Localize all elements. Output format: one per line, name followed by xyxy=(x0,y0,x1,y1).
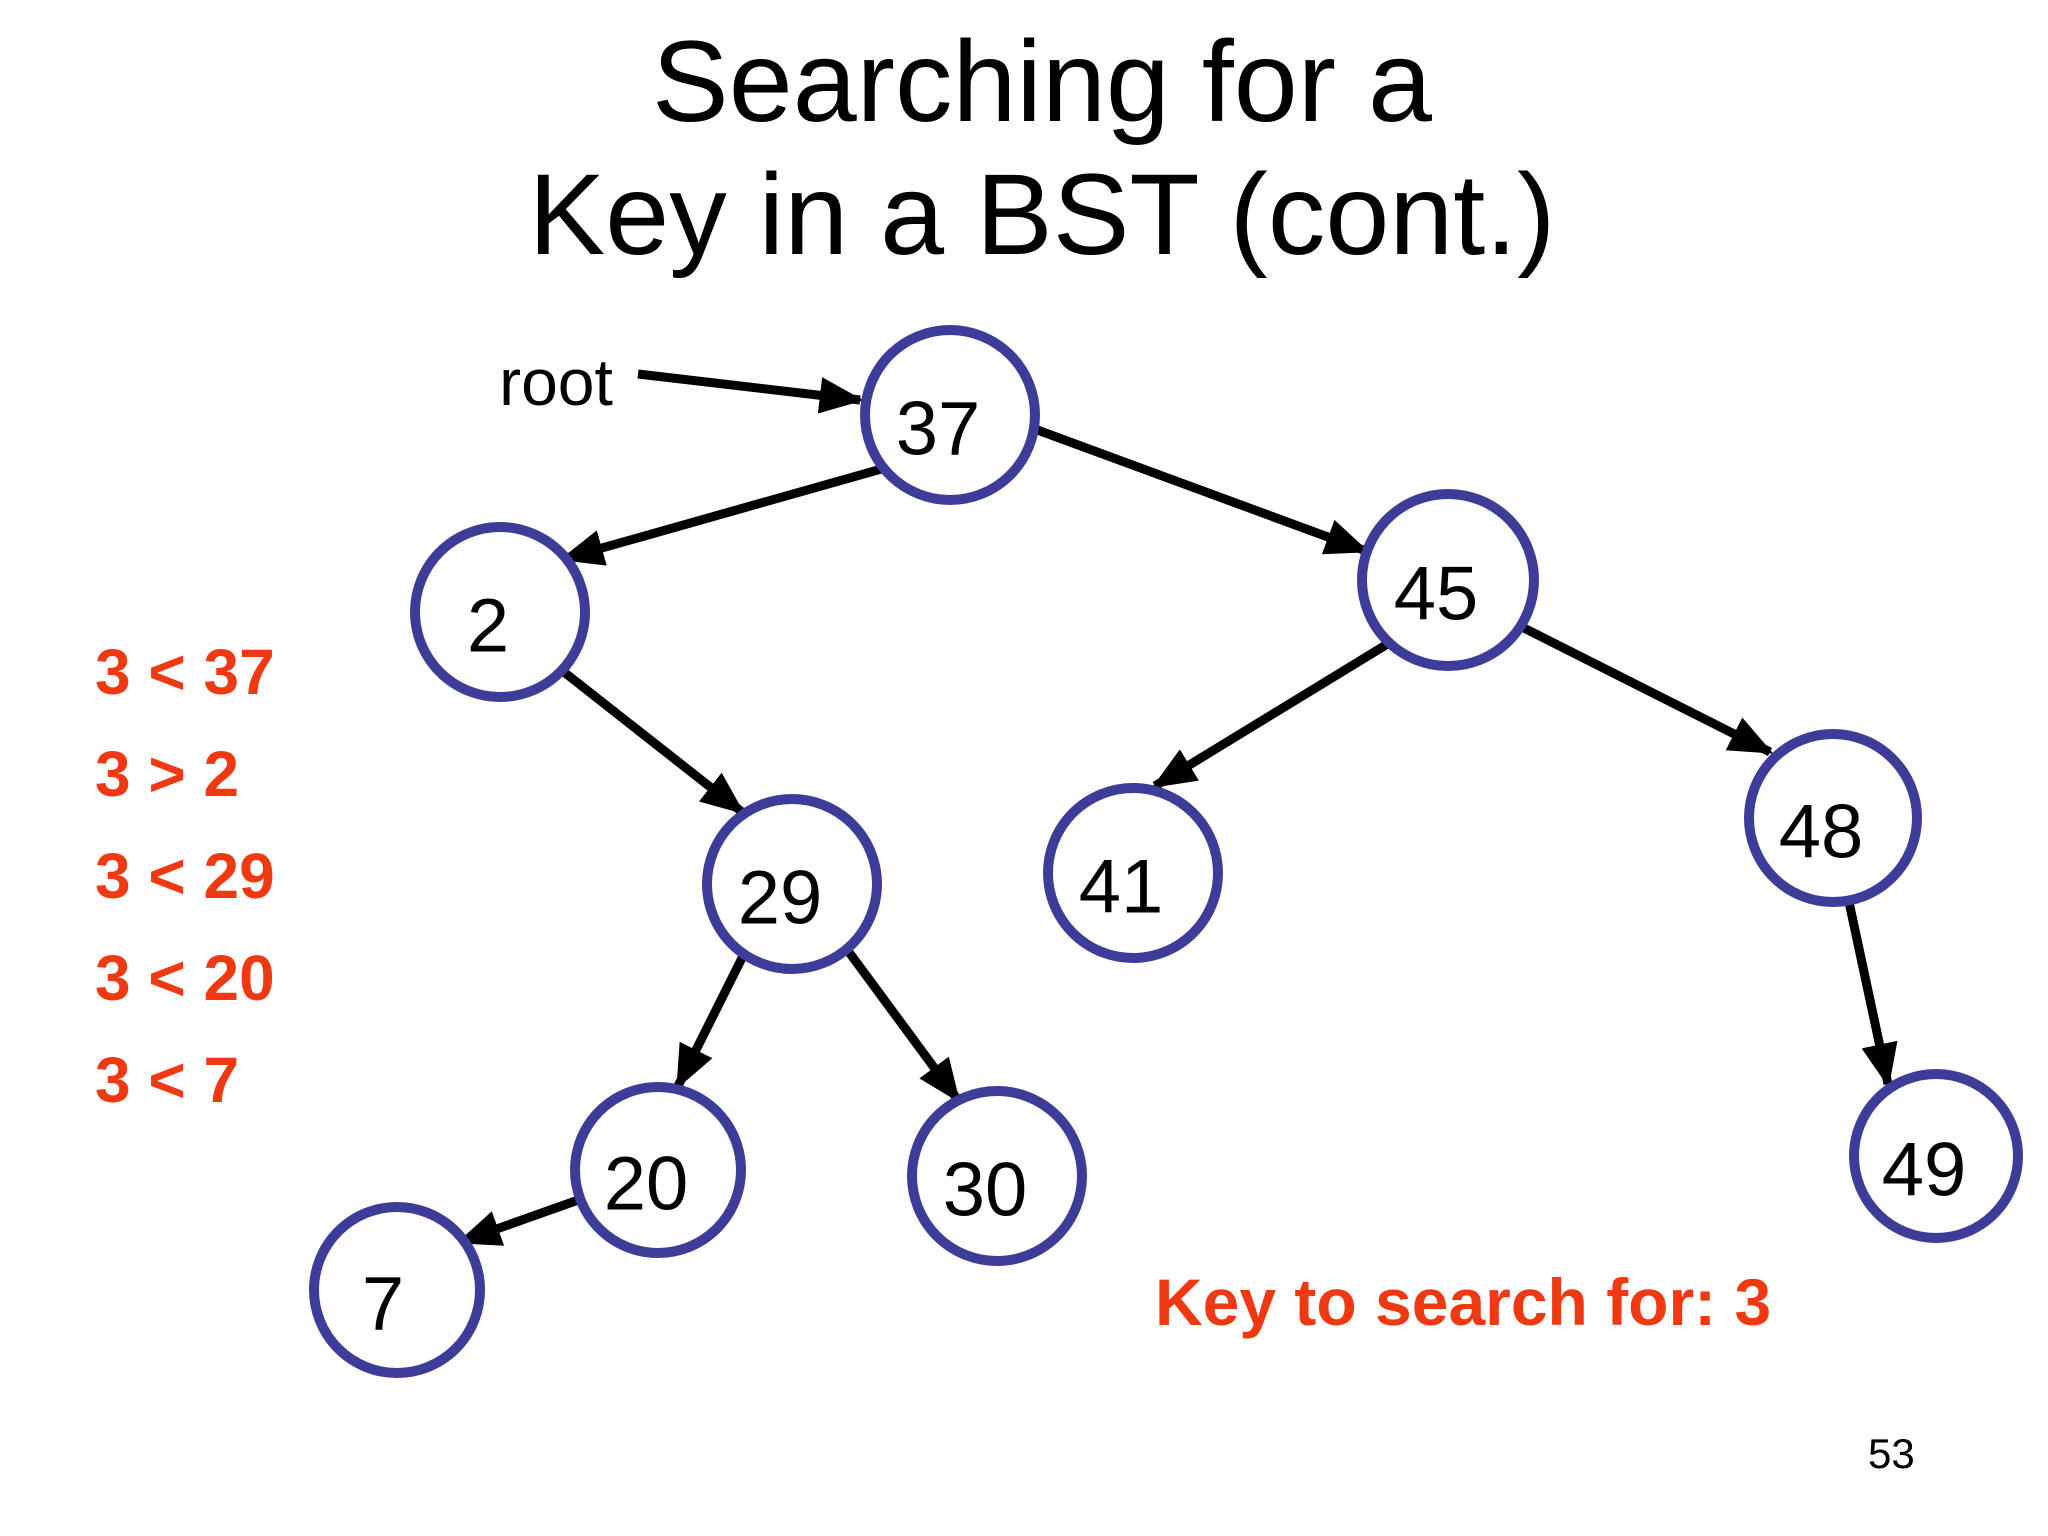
edge-20-to-7 xyxy=(456,1188,600,1247)
node-49-circle xyxy=(1849,1069,2023,1243)
node-29-circle xyxy=(702,794,882,974)
edge-45-to-41 xyxy=(1151,636,1397,790)
comparison-step-1: 3 < 37 xyxy=(95,636,275,708)
tree-node-20: 20 xyxy=(570,1082,746,1258)
node-48-value: 48 xyxy=(1779,790,1864,875)
node-2-circle xyxy=(410,522,590,702)
tree-node-41: 41 xyxy=(1043,783,1223,963)
edge-29-to-20 xyxy=(673,949,750,1090)
tree-edges xyxy=(456,369,1898,1247)
node-45-circle xyxy=(1357,489,1539,671)
tree-node-7: 7 xyxy=(309,1202,485,1378)
node-30-value: 30 xyxy=(943,1148,1028,1233)
root-pointer-arrow xyxy=(637,369,864,414)
comparison-step-5: 3 < 7 xyxy=(95,1044,240,1116)
tree-node-49: 49 xyxy=(1849,1069,2023,1243)
edge-37-to-45 xyxy=(1030,423,1370,556)
node-20-value: 20 xyxy=(604,1142,689,1227)
node-48-circle xyxy=(1744,729,1922,907)
node-49-value: 49 xyxy=(1882,1128,1967,1213)
node-45-value: 45 xyxy=(1394,552,1479,637)
root-pointer-label: root xyxy=(499,345,613,419)
edge-37-to-2 xyxy=(559,461,894,566)
tree-node-45: 45 xyxy=(1357,489,1539,671)
node-20-circle xyxy=(570,1082,746,1258)
key-to-search-label: Key to search for: 3 xyxy=(1155,1265,1772,1339)
slide-title-line2: Key in a BST (cont.) xyxy=(528,151,1556,280)
node-2-value: 2 xyxy=(467,584,509,669)
tree-node-29: 29 xyxy=(702,794,882,974)
edge-48-to-49 xyxy=(1838,873,1898,1088)
node-7-value: 7 xyxy=(362,1262,404,1347)
node-30-circle xyxy=(907,1086,1087,1266)
node-37-circle xyxy=(860,325,1040,505)
node-41-circle xyxy=(1043,783,1223,963)
tree-node-2: 2 xyxy=(410,522,590,702)
node-7-circle xyxy=(309,1202,485,1378)
tree-nodes: 37 2 45 29 41 48 xyxy=(309,325,2023,1378)
slide-title: Searching for a Key in a BST (cont.) xyxy=(36,16,2048,283)
page-number: 53 xyxy=(1868,1430,1915,1477)
tree-node-48: 48 xyxy=(1744,729,1922,907)
node-41-value: 41 xyxy=(1079,845,1164,930)
edge-2-to-29 xyxy=(552,661,745,816)
node-37-value: 37 xyxy=(896,387,981,472)
tree-node-37: 37 xyxy=(860,325,1040,505)
edge-45-to-48 xyxy=(1507,616,1774,757)
comparison-step-4: 3 < 20 xyxy=(95,942,275,1014)
edge-29-to-30 xyxy=(839,941,962,1103)
slide-title-line1: Searching for a xyxy=(652,18,1432,146)
comparison-list: 3 < 37 3 > 2 3 < 29 3 < 20 3 < 7 xyxy=(95,621,275,1131)
node-29-value: 29 xyxy=(738,856,823,941)
comparison-step-2: 3 > 2 xyxy=(95,738,240,810)
comparison-step-3: 3 < 29 xyxy=(95,840,275,912)
tree-node-30: 30 xyxy=(907,1086,1087,1266)
